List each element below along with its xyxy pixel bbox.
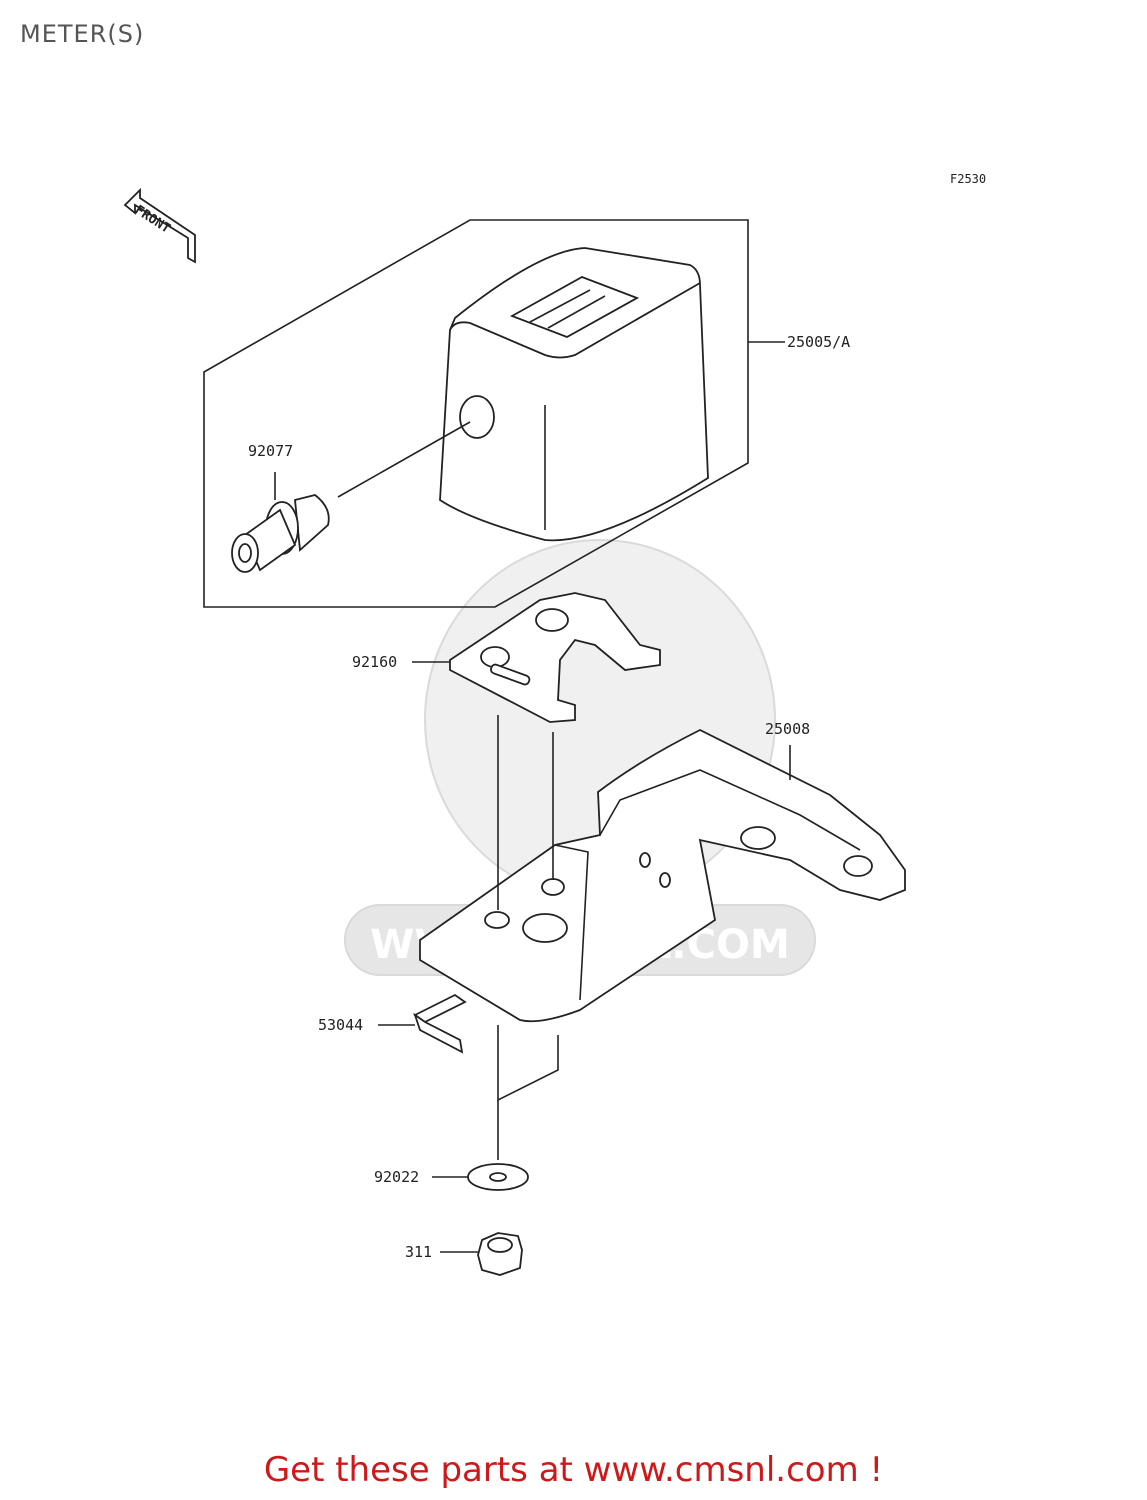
meter-unit-25005A xyxy=(439,247,709,542)
figure-code: F2530 xyxy=(950,172,987,186)
part-label-92160[interactable]: 92160 xyxy=(352,653,397,671)
page-title: METER(S) xyxy=(20,20,145,48)
bracket-25008 xyxy=(419,728,906,1023)
part-label-53044[interactable]: 53044 xyxy=(318,1016,363,1034)
part-label-25008[interactable]: 25008 xyxy=(765,720,810,738)
washer-92022 xyxy=(432,1163,529,1191)
part-label-92022[interactable]: 92022 xyxy=(374,1168,419,1186)
gear-92077 xyxy=(231,421,471,573)
part-label-92077[interactable]: 92077 xyxy=(248,442,293,460)
clip-53044 xyxy=(378,993,467,1054)
nut-311 xyxy=(440,1232,523,1276)
part-label-25005A[interactable]: 25005/A xyxy=(787,333,850,351)
part-label-311[interactable]: 311 xyxy=(405,1243,432,1261)
cta-link[interactable]: Get these parts at www.cmsnl.com ! xyxy=(263,1450,884,1490)
assembly-frame xyxy=(203,219,749,608)
plate-92160 xyxy=(412,592,661,723)
front-arrow-icon: FRONT xyxy=(123,187,196,264)
